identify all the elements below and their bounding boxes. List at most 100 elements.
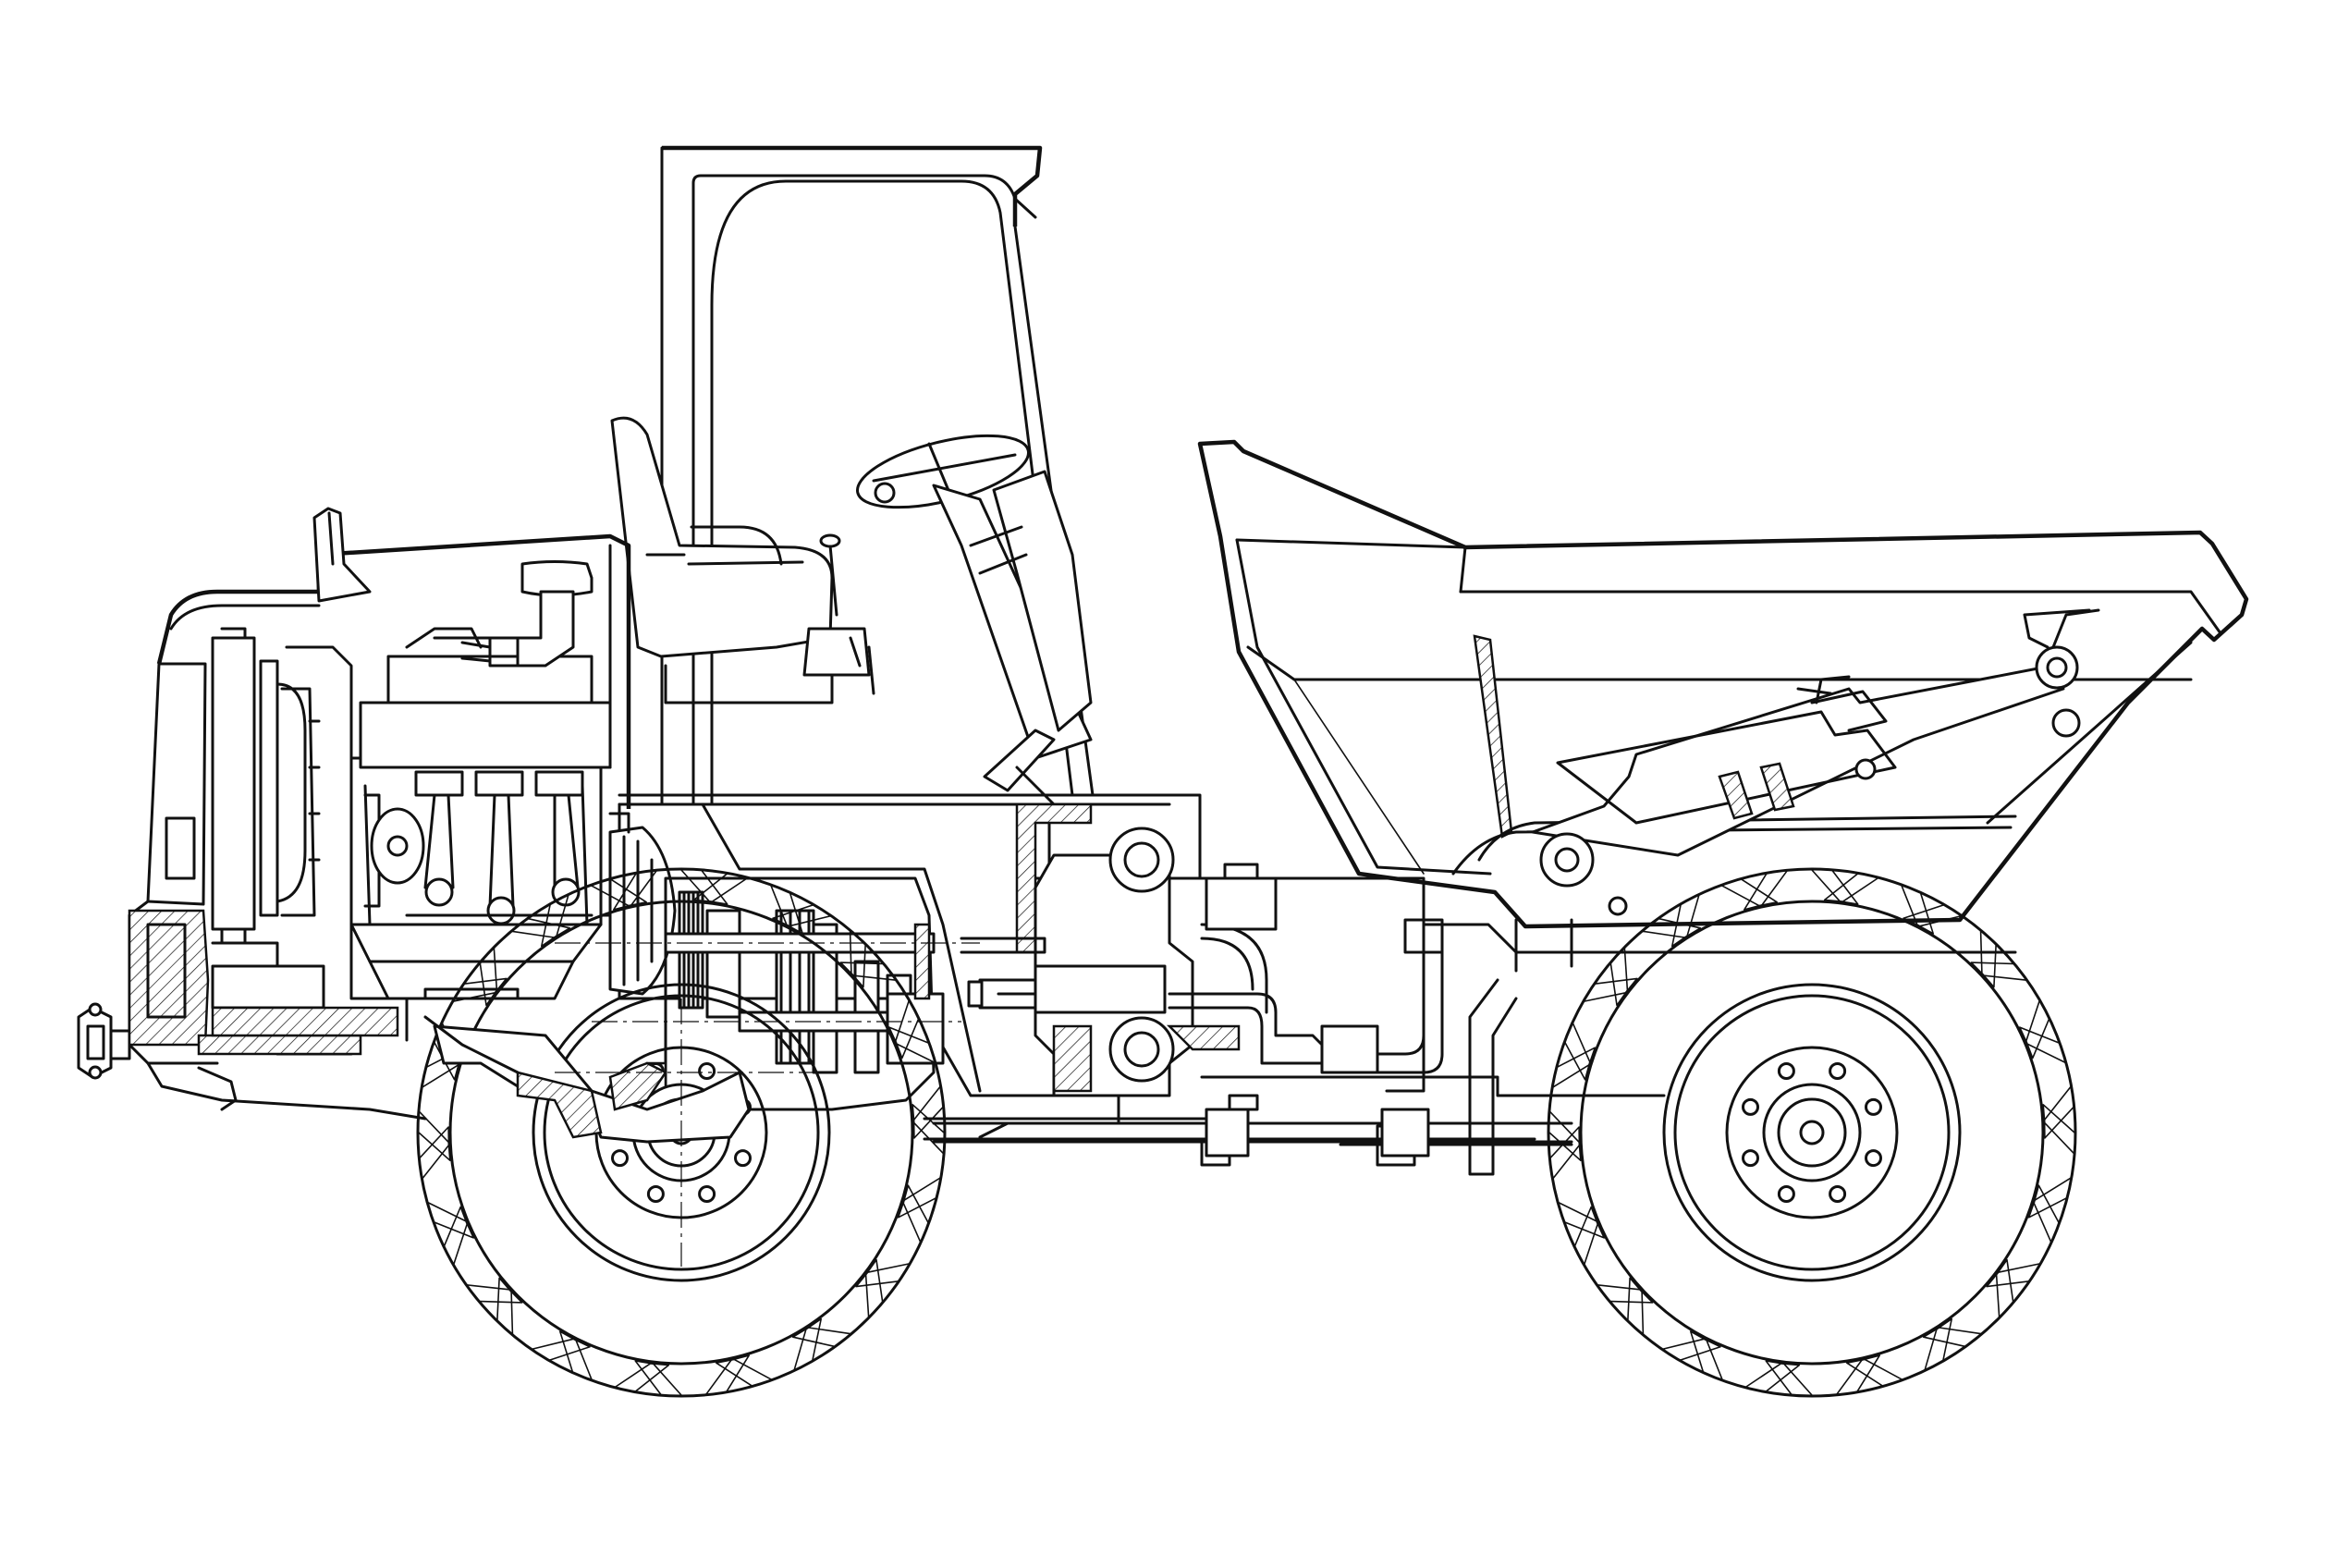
lug-nut — [1865, 1097, 1882, 1116]
radiator — [211, 627, 353, 945]
tread-lug — [1970, 962, 2026, 981]
tread-lug — [912, 1085, 944, 1139]
tread-lug — [418, 1110, 451, 1161]
tread-lug — [1903, 904, 1962, 927]
lug-nut — [1829, 1185, 1847, 1203]
tread-lug — [1744, 870, 1788, 911]
tread-lug — [1564, 1023, 1591, 1081]
tread-lug — [2027, 1177, 2072, 1219]
tipping-ram — [1531, 608, 2091, 916]
tread-lug — [855, 1263, 910, 1288]
tread-lug — [511, 918, 571, 938]
tow-hitch — [77, 1002, 131, 1080]
tread-lug — [591, 878, 647, 907]
lug-nut — [698, 1062, 716, 1080]
pedal — [983, 729, 1056, 806]
tread-lug — [1662, 1338, 1721, 1361]
tread-lug — [1745, 1363, 1801, 1392]
tread-lug — [419, 1126, 450, 1180]
lug-nut — [1742, 1097, 1759, 1116]
front-fender-overlap — [423, 1015, 520, 1074]
rear-wheel — [1547, 867, 2077, 1398]
hydraulic-pipes — [1168, 863, 1444, 1074]
tread-lug — [427, 1202, 474, 1239]
tread-lug — [1549, 1126, 1581, 1180]
tread-lug — [705, 1354, 750, 1395]
tread-lug — [453, 977, 508, 1002]
front-tyre-tread — [418, 869, 945, 1396]
tread-lug — [2033, 1184, 2060, 1243]
tread-lug — [680, 869, 728, 905]
tread-lug — [1573, 1206, 1598, 1265]
steering-column — [855, 434, 1093, 760]
articulation-joint — [960, 802, 1241, 1097]
dump-skip — [1197, 439, 2249, 973]
tread-lug — [1979, 930, 1997, 988]
tread-lug — [864, 1258, 884, 1317]
tread-lug — [849, 930, 866, 988]
lug-nut — [1742, 1149, 1759, 1168]
tread-lug — [902, 1184, 929, 1243]
tread-lug — [1597, 1284, 1654, 1304]
lug-nut — [611, 1149, 629, 1168]
tread-lug — [1558, 1202, 1605, 1239]
front-chassis — [128, 909, 427, 1121]
tread-lug — [895, 1000, 920, 1060]
tread-lug — [613, 870, 657, 911]
tread-lug — [1671, 894, 1700, 948]
lug-nut — [698, 1185, 716, 1203]
tread-lug — [1690, 1330, 1723, 1380]
tread-lug — [541, 894, 569, 948]
tread-lug — [1995, 1258, 2014, 1317]
tread-lug — [1924, 1317, 1952, 1371]
air-filter — [460, 560, 593, 668]
tread-lug — [496, 1277, 514, 1335]
lug-nut — [646, 1185, 665, 1203]
tread-lug — [615, 1363, 670, 1392]
tread-lug — [559, 1330, 593, 1380]
tread-lug — [1609, 948, 1629, 1007]
tread-lug — [1901, 885, 1934, 935]
tread-lug — [897, 1177, 941, 1219]
tread-lug — [793, 1317, 822, 1371]
tread-lug — [772, 904, 831, 927]
tread-lug — [2025, 1000, 2050, 1060]
tread-lug — [634, 1360, 682, 1396]
tread-lug — [716, 1358, 772, 1387]
tread-lug — [888, 1026, 936, 1063]
tread-lug — [1811, 869, 1859, 905]
tread-lug — [1765, 1360, 1813, 1396]
tread-lug — [1721, 878, 1778, 907]
front-axle-housing — [433, 998, 832, 1267]
lug-nut — [1865, 1149, 1882, 1168]
chassis-frame — [618, 793, 2017, 1176]
engine-pistons — [405, 770, 593, 925]
rear-lug-nuts — [1742, 1062, 1882, 1203]
tread-lug — [1627, 1277, 1645, 1335]
tread-lug — [1836, 1354, 1880, 1395]
drive-shaft — [932, 1094, 1573, 1158]
tread-lug — [2042, 1104, 2075, 1155]
lug-nut — [1777, 1185, 1795, 1203]
tread-lug — [2043, 1085, 2074, 1139]
lug-nut — [734, 1149, 752, 1168]
operator-seat — [610, 416, 834, 704]
tread-lug — [791, 1327, 851, 1347]
tread-lug — [692, 873, 748, 902]
tread-lug — [1823, 873, 1878, 902]
tread-lug — [2019, 1026, 2066, 1063]
tread-lug — [1846, 1358, 1903, 1387]
tread-lug — [467, 1284, 523, 1304]
tread-lug — [1584, 977, 1638, 1002]
tread-lug — [1986, 1263, 2040, 1288]
tread-lug — [770, 885, 803, 935]
engine-bonnet — [128, 507, 631, 1065]
lug-nut — [1829, 1062, 1847, 1080]
gear-lever — [802, 533, 875, 695]
tread-lug — [1922, 1327, 1982, 1347]
tread-lug — [532, 1338, 591, 1361]
tread-lug — [1642, 918, 1702, 938]
tread-lug — [839, 962, 896, 981]
tread-lug — [1552, 1047, 1597, 1088]
